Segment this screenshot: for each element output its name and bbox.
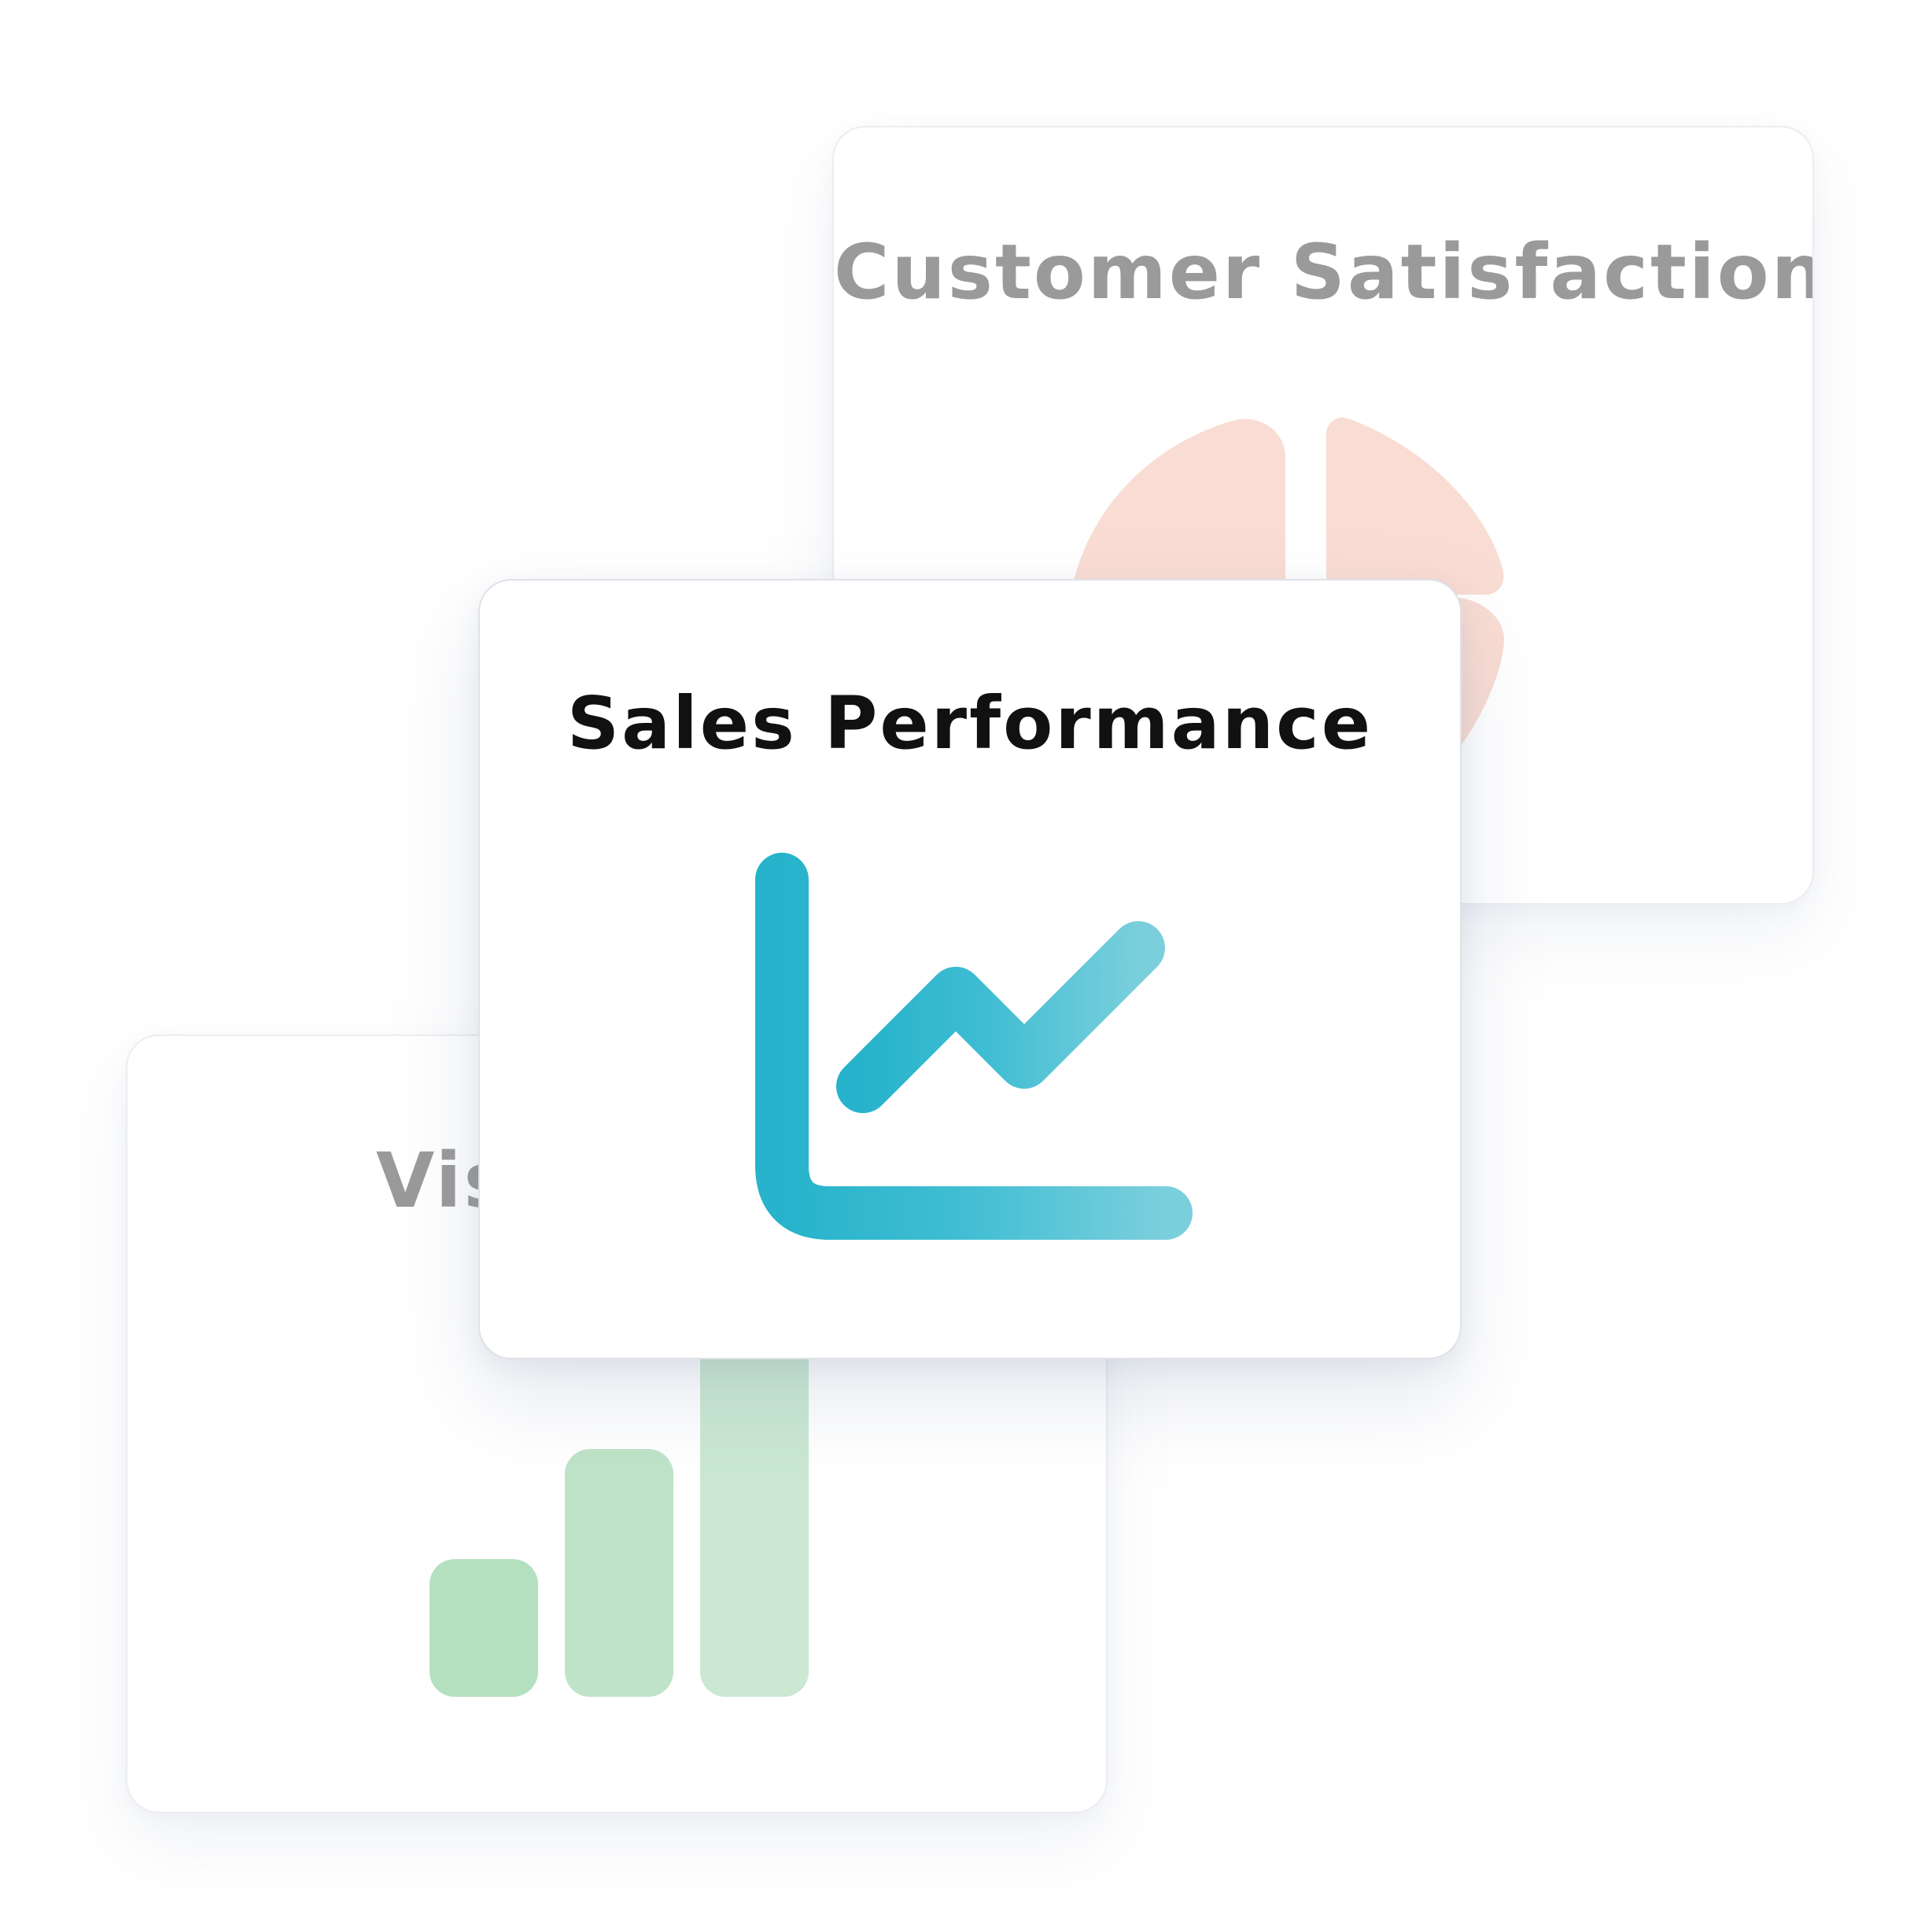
customer-satisfaction-title: Customer Satisfaction (834, 228, 1814, 316)
sales-performance-title: Sales Performance (566, 681, 1373, 765)
sales-performance-card[interactable]: Sales Performance (478, 579, 1462, 1359)
trend-line (836, 921, 1165, 1113)
bar-3 (700, 1335, 809, 1697)
bar-chart-icon (430, 1335, 809, 1697)
bar-1 (430, 1559, 538, 1697)
line-chart-icon (755, 853, 1193, 1240)
pie-slice-small (1326, 417, 1504, 595)
chart-axes (755, 853, 1193, 1240)
bar-2 (565, 1449, 673, 1697)
